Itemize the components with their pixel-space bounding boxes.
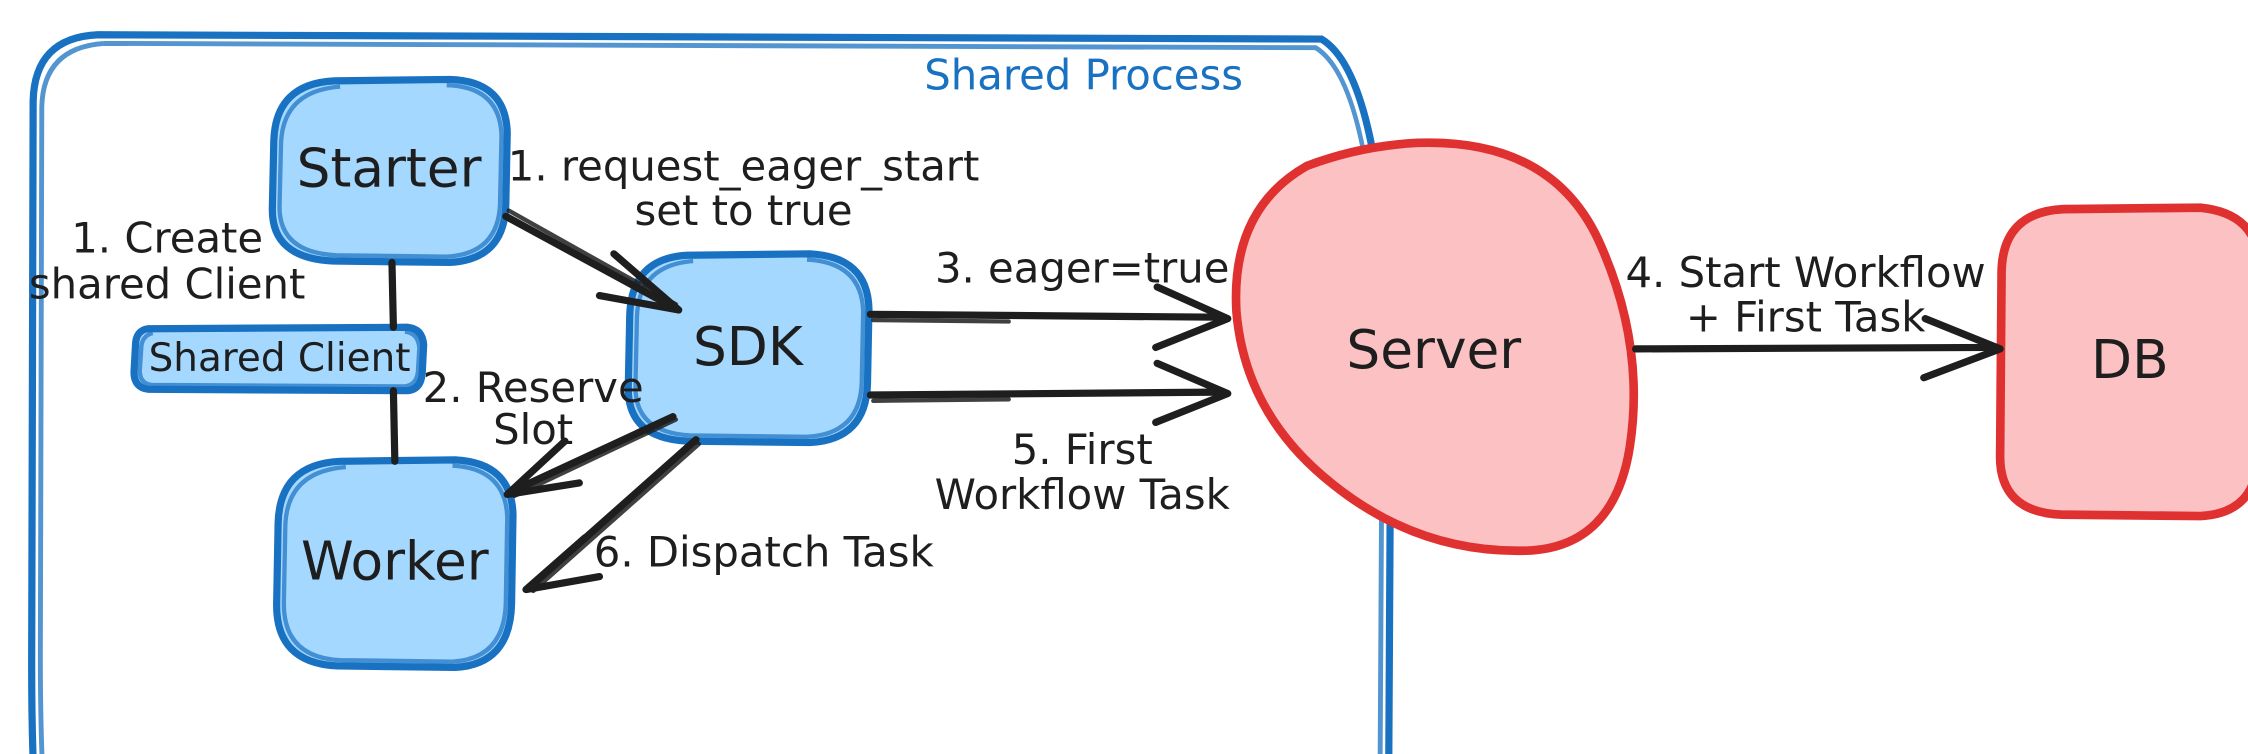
node-starter-label: Starter <box>297 137 482 199</box>
edge-reserve-slot-label-line2: Slot <box>493 405 573 454</box>
edge-dispatch-task-label-line1: 6. Dispatch Task <box>594 527 935 576</box>
edge-create-shared-client-label-line1: 1. Create <box>71 213 263 262</box>
node-worker-label: Worker <box>301 531 489 593</box>
node-server[interactable]: Server <box>0 0 1639 556</box>
shared-process-label: Shared Process <box>924 50 1243 99</box>
edge-start-workflow-label-line1: 4. Start Workflow <box>1625 248 1985 297</box>
edge-first-workflow-task-label-line2: Workflow Task <box>935 470 1231 519</box>
node-worker[interactable]: Worker <box>273 456 517 671</box>
node-shared-client[interactable]: Shared Client <box>130 323 428 395</box>
node-sdk-label: SDK <box>693 316 805 378</box>
node-starter[interactable]: Starter <box>268 75 511 267</box>
node-db[interactable]: DB <box>1995 203 2248 521</box>
edge-first-workflow-task: 5. First Workflow Task <box>866 359 1232 519</box>
edge-start-workflow-label-line2: + First Task <box>1686 293 1926 342</box>
edge-create-shared-client-label-line2: shared Client <box>29 259 305 308</box>
edge-first-workflow-task-label-line1: 5. First <box>1012 425 1153 474</box>
edge-request-eager-start-label-line2: set to true <box>635 186 853 235</box>
edge-request-eager-start: 1. request_eager_start set to true <box>502 141 980 314</box>
edge-shared-client-worker <box>389 387 399 465</box>
edge-eager-true: 3. eager=true <box>866 244 1232 352</box>
edge-request-eager-start-label-line1: 1. request_eager_start <box>508 141 980 190</box>
edge-dispatch-task: 6. Dispatch Task <box>522 436 935 594</box>
edge-start-workflow: 4. Start Workflow + First Task <box>1625 248 2004 382</box>
node-db-label: DB <box>2091 329 2169 391</box>
edge-reserve-slot-label-line1: 2. Reserve <box>423 363 644 412</box>
node-sdk[interactable]: SDK <box>624 250 873 447</box>
edge-create-shared-client: 1. Create shared Client <box>29 213 398 331</box>
edge-reserve-slot: 2. Reserve Slot <box>423 363 679 499</box>
node-server-label: Server <box>1346 319 1521 381</box>
edge-eager-true-label-line1: 3. eager=true <box>935 244 1230 293</box>
node-shared-client-label: Shared Client <box>149 336 411 381</box>
